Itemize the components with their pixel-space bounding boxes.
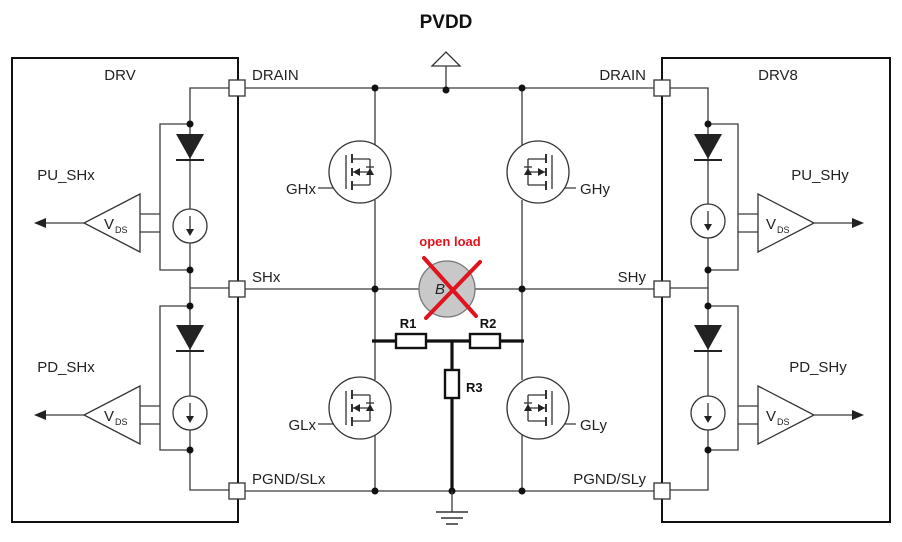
gly-label: GLy xyxy=(580,417,607,434)
r1-label: R1 xyxy=(400,316,417,331)
right-pin-pgnd-label: PGND/SLy xyxy=(573,471,646,488)
right-pu-amp-label: V xyxy=(766,216,776,233)
right-pin-sh xyxy=(653,280,671,298)
right-pd-amplifier: V DS xyxy=(757,384,864,446)
right-pu-amplifier: V DS xyxy=(757,192,864,254)
right-pu-diode-icon xyxy=(693,133,723,161)
low-side-x-transistor-icon xyxy=(328,376,392,440)
resistor-network xyxy=(372,332,524,512)
low-side-y-transistor-icon xyxy=(506,376,570,440)
left-pu-label: PU_SHx xyxy=(37,167,95,184)
right-pu-label: PU_SHy xyxy=(791,167,849,184)
open-load-label: open load xyxy=(419,234,480,249)
left-pin-drain xyxy=(228,79,246,97)
left-pin-pgnd-label: PGND/SLx xyxy=(252,471,326,488)
left-pu-amp-label: V xyxy=(104,216,114,233)
right-block-title: DRV8 xyxy=(758,67,798,84)
left-pd-diode-icon xyxy=(175,324,205,352)
right-pu-current-source-icon xyxy=(690,203,726,239)
resistor-r2 xyxy=(468,332,502,350)
right-pin-drain xyxy=(653,79,671,97)
right-pd-current-source-icon xyxy=(690,395,726,431)
left-pin-sh-label: SHx xyxy=(252,269,281,286)
r2-label: R2 xyxy=(480,316,497,331)
motor-label: B xyxy=(435,281,445,298)
high-side-x-transistor-icon xyxy=(328,140,392,204)
right-pd-label: PD_SHy xyxy=(789,359,847,376)
right-pin-sh-label: SHy xyxy=(618,269,647,286)
left-pd-label: PD_SHx xyxy=(37,359,95,376)
glx-label: GLx xyxy=(288,417,316,434)
left-pd-amp-sub: DS xyxy=(115,417,128,427)
resistor-r3 xyxy=(443,368,461,400)
left-pd-amplifier: V DS xyxy=(34,384,141,446)
supply-label: PVDD xyxy=(420,12,473,33)
left-pin-sh xyxy=(228,280,246,298)
left-pu-amplifier: V DS xyxy=(34,192,141,254)
right-pu-amp-sub: DS xyxy=(777,225,790,235)
left-driver-block: DRV V DS PU_SHx V xyxy=(11,57,326,523)
left-pin-drain-label: DRAIN xyxy=(252,67,299,84)
ghx-label: GHx xyxy=(286,181,317,198)
left-pd-amp-label: V xyxy=(104,408,114,425)
left-pu-diode-icon xyxy=(175,133,205,161)
resistor-r1 xyxy=(394,332,428,350)
high-side-y-transistor-icon xyxy=(506,140,570,204)
h-bridge-wiring xyxy=(245,84,654,495)
left-pu-current-source-icon xyxy=(172,208,208,244)
right-pin-drain-label: DRAIN xyxy=(599,67,646,84)
left-pu-amp-sub: DS xyxy=(115,225,128,235)
right-pin-pgnd xyxy=(653,482,671,500)
left-pin-pgnd xyxy=(228,482,246,500)
right-pd-amp-sub: DS xyxy=(777,417,790,427)
motor-load: B xyxy=(418,256,482,320)
right-pd-amp-label: V xyxy=(766,408,776,425)
supply-symbol xyxy=(430,51,462,90)
left-block-title: DRV xyxy=(104,67,135,84)
right-driver-block: DRV8 V DS PU_SHy V DS xyxy=(573,57,891,523)
r3-label: R3 xyxy=(466,380,483,395)
left-pd-current-source-icon xyxy=(172,395,208,431)
right-pd-diode-icon xyxy=(693,324,723,352)
ground-icon xyxy=(436,511,468,525)
ghy-label: GHy xyxy=(580,181,611,198)
